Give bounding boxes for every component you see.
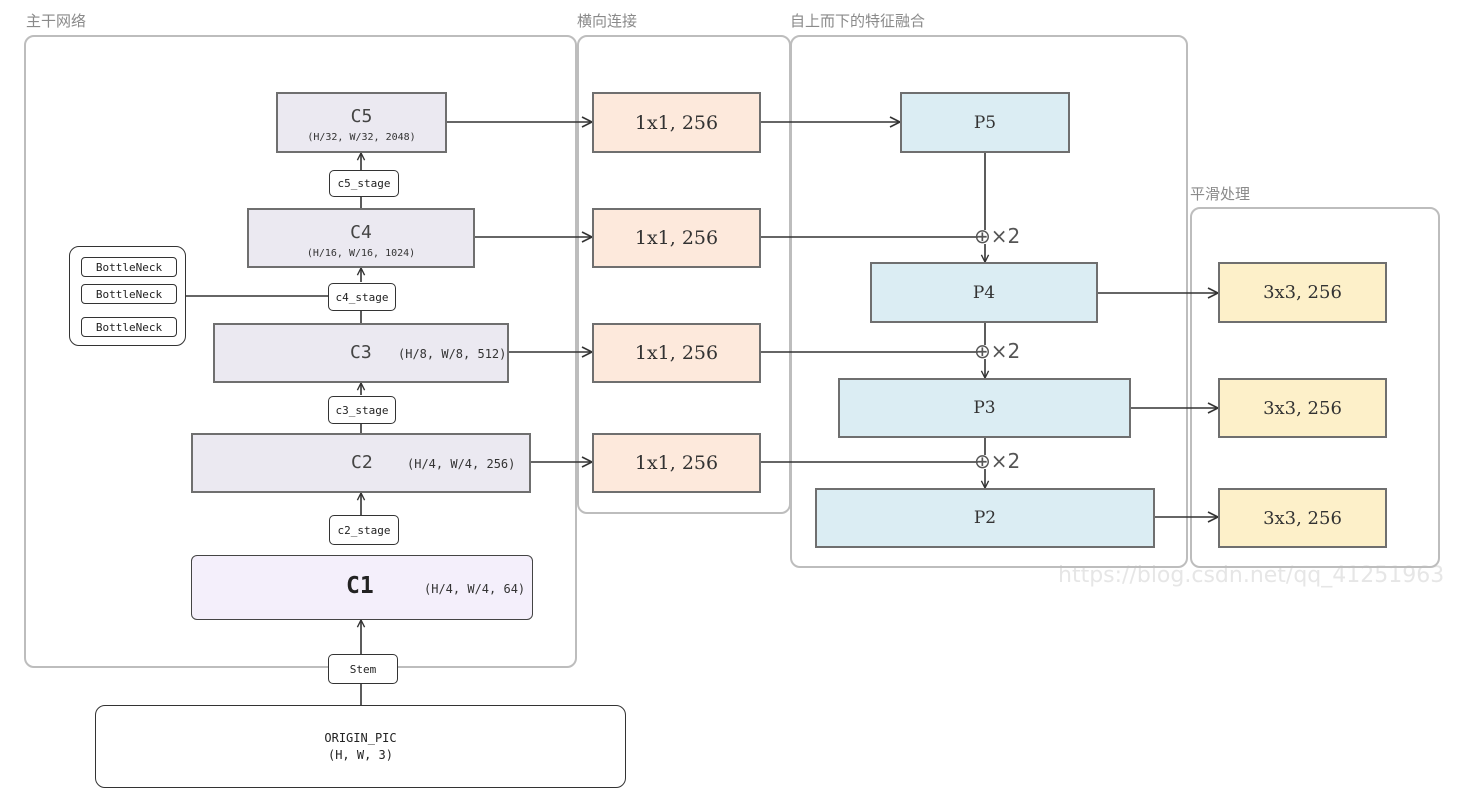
bottleneck-pill: BottleNeck [81, 257, 177, 277]
origin-pic-label: ORIGIN_PIC [324, 731, 397, 745]
c4-dims: (H/16, W/16, 1024) [306, 248, 416, 259]
c1-dims: (H/4, W/4, 64) [424, 582, 526, 596]
smooth-group-title: 平滑处理 [1190, 185, 1251, 203]
smooth-p3-box: 3x3, 256 [1218, 378, 1387, 438]
c5-label: C5 [350, 106, 373, 127]
lateral-c3-box: 1x1, 256 [592, 323, 761, 383]
c3-label: C3 [350, 342, 372, 363]
c5-box: C5 (H/32, W/32, 2048) [276, 92, 447, 153]
origin-pic-dims: (H, W, 3) [327, 748, 394, 762]
c2-box: C2 (H/4, W/4, 256) [191, 433, 531, 493]
smooth-p2-box: 3x3, 256 [1218, 488, 1387, 548]
lateral-c5-box: 1x1, 256 [592, 92, 761, 153]
smooth-p4-box: 3x3, 256 [1218, 262, 1387, 323]
stem-pill: Stem [328, 654, 398, 684]
p3-box: P3 [838, 378, 1131, 438]
c5-dims: (H/32, W/32, 2048) [307, 132, 416, 143]
backbone-group-title: 主干网络 [26, 12, 87, 30]
lateral-c4-box: 1x1, 256 [592, 208, 761, 268]
smooth-group [1190, 207, 1440, 568]
c2-label: C2 [351, 452, 373, 473]
c3-dims: (H/8, W/8, 512) [398, 347, 507, 361]
lateral-group-title: 横向连接 [577, 12, 638, 30]
c2-stage-pill: c2_stage [329, 515, 399, 545]
c1-box: C1 (H/4, W/4, 64) [191, 555, 533, 620]
c3-box: C3 (H/8, W/8, 512) [213, 323, 509, 383]
c1-label: C1 [346, 573, 374, 599]
upsample-add-icon: ⊕×2 [974, 224, 1021, 248]
upsample-add-icon: ⊕×2 [974, 339, 1021, 363]
p5-box: P5 [900, 92, 1070, 153]
c3-stage-pill: c3_stage [328, 396, 396, 424]
c5-stage-pill: c5_stage [329, 170, 399, 197]
upsample-add-icon: ⊕×2 [974, 449, 1021, 473]
topdown-group [790, 35, 1188, 568]
lateral-c2-box: 1x1, 256 [592, 433, 761, 493]
c2-dims: (H/4, W/4, 256) [407, 457, 516, 471]
origin-pic-box: ORIGIN_PIC (H, W, 3) [95, 705, 626, 788]
bottleneck-pill: BottleNeck [81, 284, 177, 304]
p4-box: P4 [870, 262, 1098, 323]
bottleneck-pill: BottleNeck [81, 317, 177, 337]
topdown-group-title: 自上而下的特征融合 [790, 12, 926, 30]
c4-stage-pill: c4_stage [328, 283, 396, 311]
p2-box: P2 [815, 488, 1155, 548]
c4-label: C4 [350, 222, 372, 243]
c4-box: C4 (H/16, W/16, 1024) [247, 208, 475, 268]
